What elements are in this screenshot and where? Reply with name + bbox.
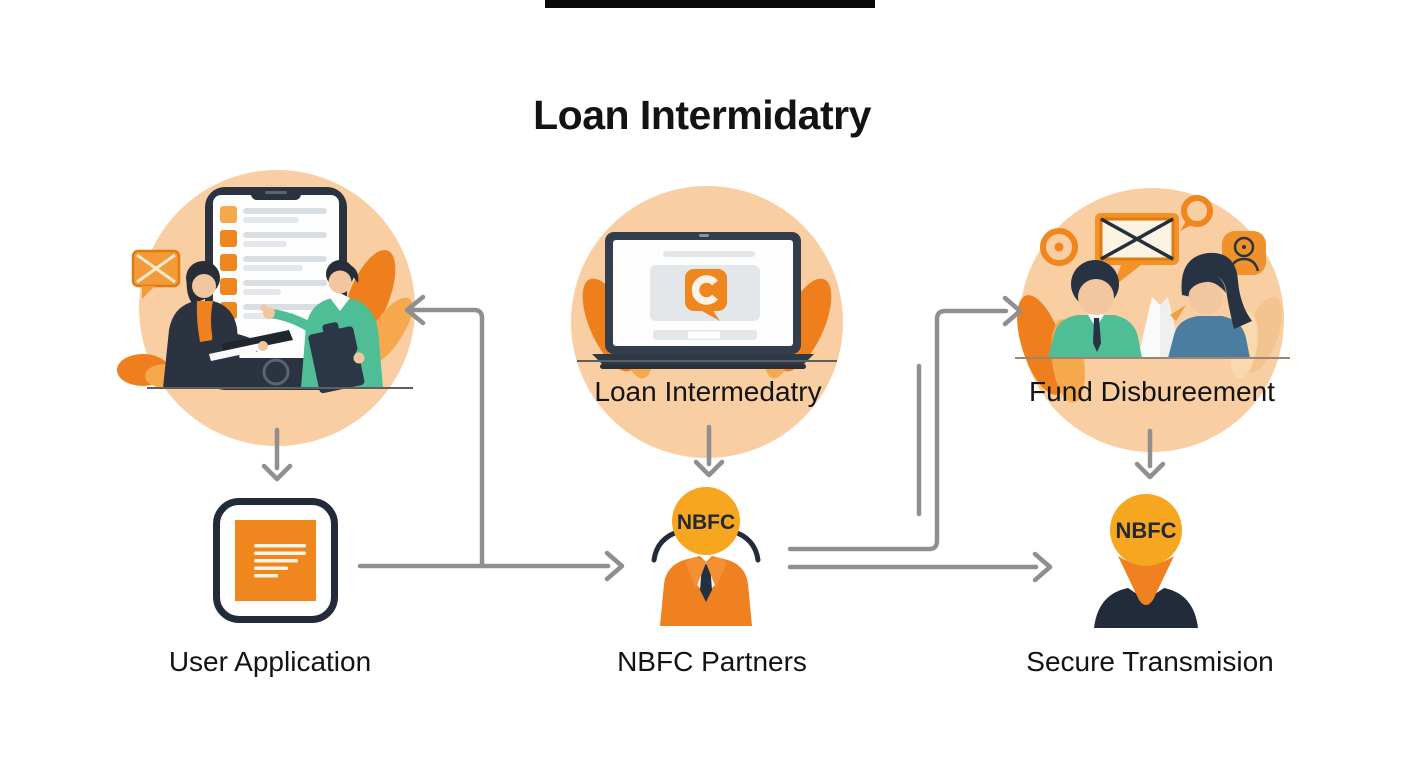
nbfc-badge-text: NBFC (677, 511, 735, 534)
user-application-label: User Application (168, 646, 372, 677)
top-crop-bar (545, 0, 875, 8)
meeting-woman (1168, 252, 1252, 358)
fund-disbursement-label: Fund Disbureement (1029, 376, 1275, 407)
page-title: Loan Intermidatry (533, 92, 871, 138)
at-icon (1040, 228, 1078, 266)
user-application-icon (213, 498, 338, 623)
nbfc-partners-avatar-icon: NBFC (651, 487, 761, 626)
speech-ring-icon (1180, 195, 1213, 231)
advisor-person (163, 261, 293, 388)
chat-logo-icon (685, 269, 727, 321)
client-person (260, 260, 383, 394)
laptop-icon (592, 232, 814, 369)
envelope-icon (1095, 213, 1179, 287)
loan-intermediary-illustration (571, 186, 843, 458)
document-lines-icon (235, 520, 316, 601)
secure-transmission-label: Secure Transmision (1026, 646, 1274, 677)
envelope-chat-icon (131, 249, 181, 299)
loan-intermediary-label: Loan Intermedatry (594, 376, 822, 407)
arrow-right-icon (604, 550, 625, 582)
nbfc-partners-label: NBFC Partners (617, 646, 807, 677)
meeting-man (1048, 260, 1142, 358)
consultation-illustration (117, 170, 415, 446)
fund-disbursement-illustration (1015, 188, 1290, 452)
secure-transmission-avatar-icon: NBFC (1094, 494, 1198, 628)
nbfc-badge-text: NBFC (1115, 518, 1176, 543)
arrow-right-icon (1032, 551, 1053, 583)
clipboard-icon (308, 322, 365, 394)
